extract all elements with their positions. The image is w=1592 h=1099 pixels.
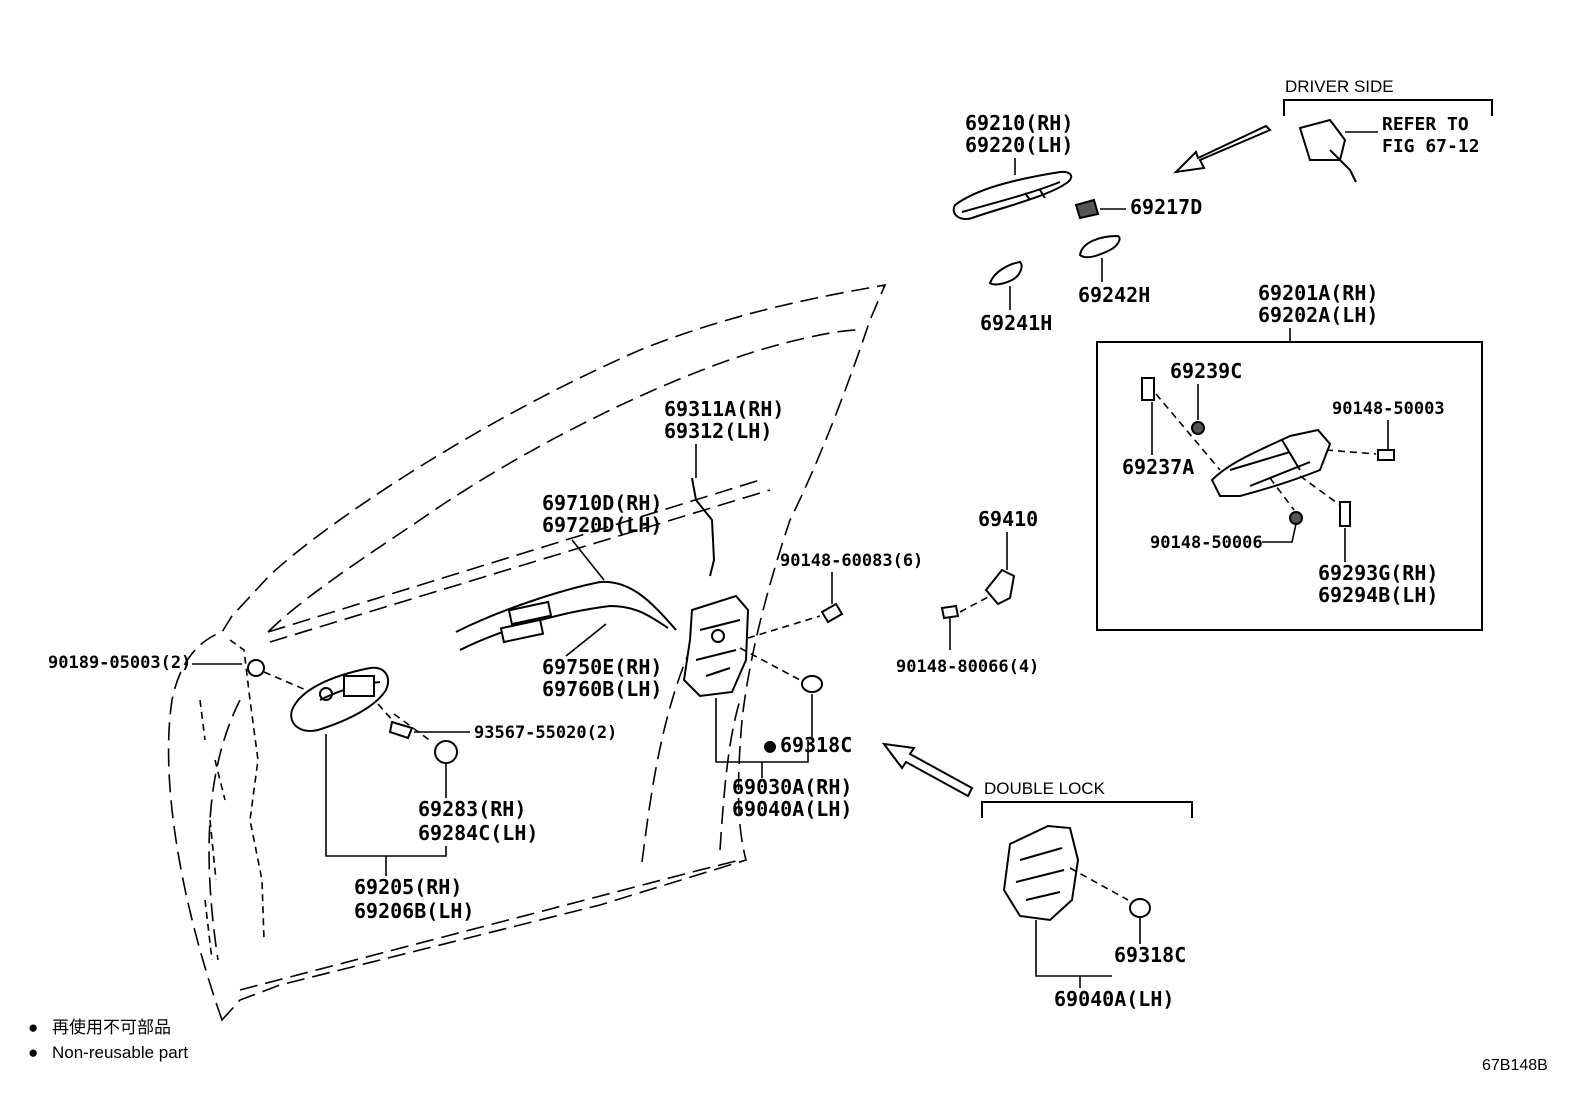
- clip-69237a: [1141, 377, 1155, 401]
- handle-pad-69217d: [1074, 198, 1100, 220]
- cable-sleeve-1: [507, 600, 553, 626]
- outside-door-handle: [952, 170, 1073, 220]
- label-69040a-double: 69040A(LH): [1054, 987, 1174, 1011]
- bolt-90148-50003: [1377, 449, 1395, 461]
- label-driver-side: DRIVER SIDE: [1285, 77, 1394, 96]
- label-69030a: 69030A(RH): [732, 775, 852, 799]
- label-69202a: 69202A(LH): [1258, 303, 1378, 327]
- seal-69318c: [801, 675, 823, 693]
- rod-cable-group: 69311A(RH) 69312(LH) 69710D(RH) 69720D(L…: [455, 397, 784, 701]
- label-90189-05003: 90189-05003(2): [48, 653, 191, 673]
- cable-69710d: [455, 580, 677, 633]
- frame-box-border: [1096, 341, 1483, 631]
- label-69410: 69410: [978, 507, 1038, 531]
- door-outline: [167, 283, 887, 1022]
- label-69750e: 69750E(RH): [542, 655, 662, 679]
- label-69283: 69283(RH): [418, 797, 526, 821]
- label-69040a: 69040A(LH): [732, 797, 852, 821]
- label-69294b: 69294B(LH): [1318, 583, 1438, 607]
- double-lock-assy: [1002, 824, 1080, 922]
- handle-pad-69241h: [988, 260, 1023, 286]
- seal-69318c-double: [1129, 898, 1151, 918]
- screw-93567-55020: [388, 720, 414, 740]
- cover-69293g: [1339, 501, 1351, 527]
- label-93567-55020: 93567-55020(2): [474, 723, 617, 743]
- striker-group: 69410 90148-80066(4): [896, 507, 1039, 677]
- inside-handle-group: 90189-05003(2) 93567-55020(2) 69283(RH) …: [48, 653, 617, 923]
- label-90148-50006: 90148-50006: [1150, 533, 1263, 553]
- label-69201a: 69201A(RH): [1258, 281, 1378, 305]
- label-69217d: 69217D: [1130, 195, 1202, 219]
- label-69239c: 69239C: [1170, 359, 1242, 383]
- screw-90148-80066: [940, 604, 960, 620]
- label-69205: 69205(RH): [354, 875, 462, 899]
- label-90148-60083: 90148-60083(6): [780, 551, 923, 571]
- label-69311a: 69311A(RH): [664, 397, 784, 421]
- label-69318c-double: 69318C: [1114, 943, 1186, 967]
- label-69312: 69312(LH): [664, 419, 772, 443]
- clip-90189-05003: [247, 659, 265, 677]
- bolt-90148-50006: [1289, 511, 1303, 525]
- label-69220: 69220(LH): [965, 133, 1073, 157]
- label-double-lock: DOUBLE LOCK: [984, 779, 1106, 798]
- striker-69410: [984, 568, 1016, 606]
- label-69710d: 69710D(RH): [542, 491, 662, 515]
- label-69293g: 69293G(RH): [1318, 561, 1438, 585]
- lock-rod: [691, 477, 716, 577]
- label-69720d: 69720D(LH): [542, 513, 662, 537]
- label-90148-50003: 90148-50003: [1332, 399, 1445, 419]
- legend: ● 再使用不可部品 ● Non-reusable part: [28, 1017, 188, 1062]
- label-69242h: 69242H: [1078, 283, 1150, 307]
- legend-marker-2: ●: [28, 1043, 38, 1062]
- door-lock-assy: [682, 594, 750, 698]
- label-69206b: 69206B(LH): [354, 899, 474, 923]
- label-69284c: 69284C(LH): [418, 821, 538, 845]
- legend-jp: 再使用不可部品: [52, 1017, 171, 1037]
- handle-frame-box: 69201A(RH) 69202A(LH) 69239C 69237A 9014…: [1096, 281, 1483, 631]
- label-90148-80066: 90148-80066(4): [896, 657, 1039, 677]
- direction-arrow-icon: [1173, 124, 1272, 174]
- door-lock-group: 90148-60083(6) ● 69318C 69030A(RH) 69040…: [682, 551, 923, 821]
- handle-frame: [1210, 428, 1332, 497]
- screw-90148-60083: [820, 602, 844, 624]
- cover-69283: [434, 740, 458, 764]
- label-refer-fig: FIG 67-12: [1382, 136, 1480, 157]
- label-legend-marker: ●: [764, 733, 776, 757]
- direction-arrow-icon-2: [881, 742, 974, 798]
- figure-code: 67B148B: [1482, 1057, 1548, 1074]
- label-69760b: 69760B(LH): [542, 677, 662, 701]
- outside-handle-group: 69210(RH) 69220(LH) 69217D 69242H 69241H: [952, 111, 1202, 335]
- label-refer-to: REFER TO: [1382, 114, 1469, 135]
- cable-sleeve-2: [499, 618, 545, 644]
- handle-lever: [343, 675, 375, 697]
- label-69210: 69210(RH): [965, 111, 1073, 135]
- key-cylinder: [1298, 118, 1347, 161]
- nut-69239c: [1191, 421, 1205, 435]
- handle-pad-69242h: [1078, 234, 1121, 259]
- label-69237a: 69237A: [1122, 455, 1194, 479]
- cable-69750e: [459, 604, 669, 651]
- legend-marker-1: ●: [28, 1018, 38, 1037]
- double-lock-group: DOUBLE LOCK 69318C 69040A(LH): [881, 742, 1193, 1011]
- driver-side-group: DRIVER SIDE REFER TO FIG 67-12: [1173, 77, 1493, 183]
- legend-en: Non-reusable part: [52, 1043, 188, 1062]
- label-69241h: 69241H: [980, 311, 1052, 335]
- label-69318c: 69318C: [780, 733, 852, 757]
